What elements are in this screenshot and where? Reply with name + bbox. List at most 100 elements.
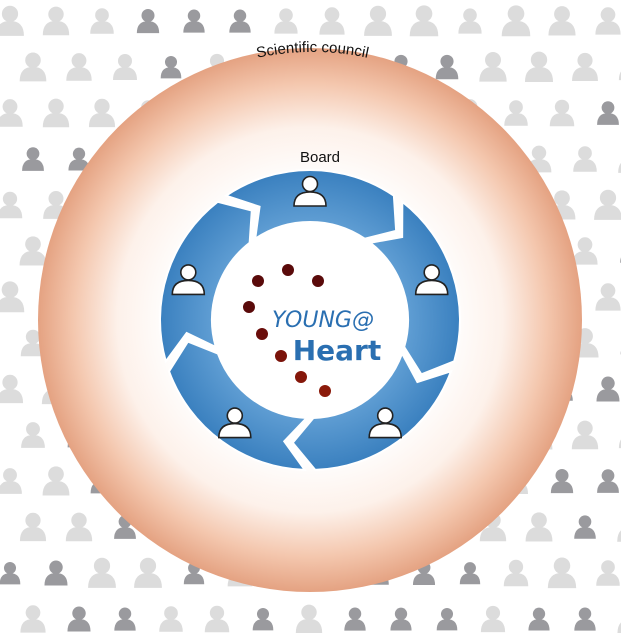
- person-icon: [571, 420, 599, 450]
- person-icon: [21, 422, 45, 448]
- person-icon: [617, 530, 621, 542]
- logo-dot: [282, 264, 294, 276]
- person-icon: [344, 607, 366, 631]
- person-icon: [572, 237, 598, 265]
- logo-dot: [243, 301, 255, 313]
- board-member-icon: [171, 264, 206, 296]
- person-icon: [252, 607, 274, 631]
- person-icon: [595, 283, 621, 311]
- person-icon: [574, 515, 596, 539]
- person-icon: [435, 54, 459, 80]
- person-icon: [390, 607, 412, 631]
- person-icon: [459, 562, 481, 585]
- person-icon: [528, 607, 550, 631]
- person-icon: [20, 329, 46, 357]
- person-icon: [66, 53, 92, 81]
- person-icon: [159, 606, 183, 632]
- person-icon: [618, 162, 621, 173]
- person-icon: [547, 557, 577, 589]
- board-ring: [159, 169, 461, 471]
- person-icon: [67, 606, 91, 632]
- person-icon: [22, 147, 44, 171]
- person-icon: [0, 281, 25, 313]
- person-icon: [458, 8, 482, 34]
- logo-young-text: YOUNG@: [272, 308, 374, 333]
- logo-center: [215, 225, 405, 415]
- logo-dot: [252, 275, 264, 287]
- board-label: Board: [300, 149, 340, 166]
- logo-dot: [319, 385, 331, 397]
- person-icon: [573, 146, 597, 172]
- person-icon: [0, 374, 24, 404]
- person-icon: [114, 607, 136, 631]
- board-segment: [167, 340, 309, 471]
- person-icon: [617, 622, 621, 633]
- person-icon: [480, 605, 506, 633]
- person-icon: [549, 99, 575, 127]
- person-icon: [597, 101, 619, 125]
- board-segment: [291, 351, 453, 471]
- person-icon: [19, 512, 47, 542]
- person-icon: [229, 9, 251, 33]
- person-icon: [183, 9, 205, 33]
- logo-dots: [243, 264, 331, 397]
- person-icon: [0, 191, 23, 219]
- logo-dot: [275, 350, 287, 362]
- person-icon: [90, 8, 114, 34]
- person-icon: [524, 51, 554, 83]
- person-icon: [596, 560, 620, 586]
- person-icon: [0, 5, 24, 36]
- person-icon: [574, 607, 596, 631]
- person-icon: [364, 5, 392, 36]
- person-icon: [594, 189, 621, 220]
- person-icon: [44, 560, 68, 586]
- person-icon: [503, 559, 529, 587]
- person-icon: [134, 557, 162, 588]
- board-segment: [367, 199, 461, 376]
- person-icon: [618, 71, 621, 81]
- person-icon: [65, 512, 93, 542]
- person-icon: [0, 99, 23, 127]
- person-icon: [19, 52, 47, 82]
- logo-heart-text: Heart: [293, 334, 382, 367]
- person-icon: [572, 52, 598, 81]
- person-icon: [618, 439, 621, 449]
- person-icon: [113, 54, 137, 80]
- person-icon: [19, 236, 47, 266]
- person-icon: [42, 6, 70, 36]
- person-icon: [479, 52, 507, 82]
- person-icon: [88, 557, 116, 588]
- board-segment: [159, 200, 253, 364]
- person-icon: [0, 468, 22, 494]
- person-icon: [295, 604, 323, 633]
- person-icon: [274, 8, 298, 34]
- board-member-icon: [368, 407, 403, 439]
- person-icon: [0, 561, 21, 585]
- person-icon: [409, 5, 439, 37]
- board-member-icon: [414, 264, 449, 296]
- person-icon: [160, 55, 182, 79]
- person-icon: [525, 512, 553, 542]
- person-icon: [548, 6, 576, 36]
- person-icon: [436, 607, 458, 631]
- person-icon: [68, 147, 90, 171]
- person-icon: [550, 468, 574, 494]
- person-icon: [42, 466, 70, 496]
- person-icon: [204, 605, 230, 633]
- person-icon: [504, 100, 528, 126]
- person-icon: [597, 469, 619, 493]
- board-member-icon: [293, 175, 327, 207]
- logo-dot: [312, 275, 324, 287]
- person-icon: [501, 5, 531, 37]
- person-icon: [596, 376, 620, 402]
- person-icon: [595, 7, 621, 35]
- person-icon: [20, 605, 46, 633]
- person-icon: [136, 8, 160, 34]
- person-icon: [88, 98, 116, 128]
- logo-dot: [295, 371, 307, 383]
- logo-dot: [256, 328, 268, 340]
- board-member-icon: [217, 407, 252, 439]
- person-icon: [319, 7, 345, 35]
- person-icon: [42, 98, 70, 128]
